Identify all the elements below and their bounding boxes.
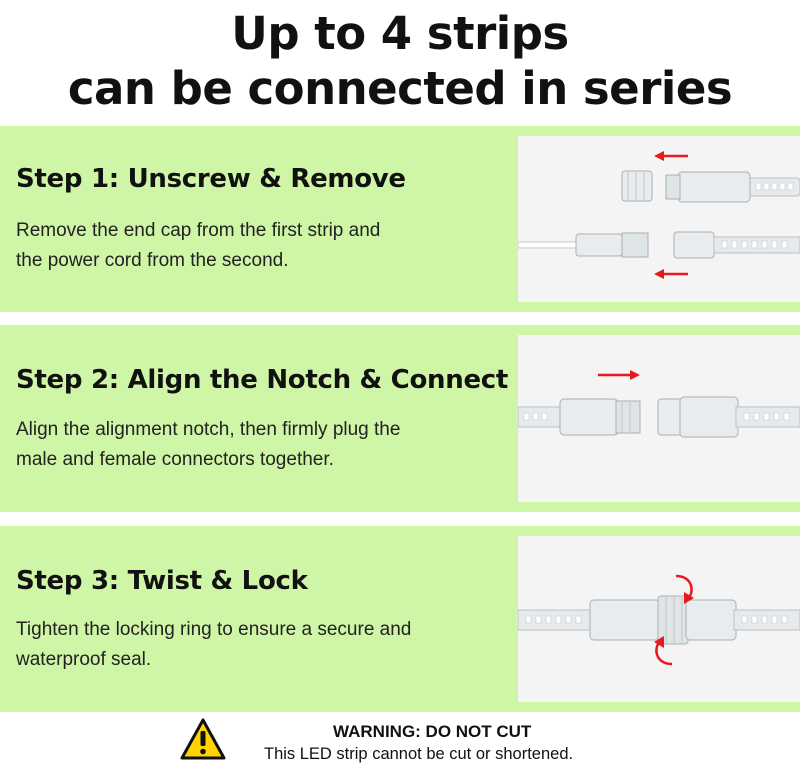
step-1-photo — [518, 136, 800, 302]
warning-title: WARNING: DO NOT CUT — [333, 722, 532, 741]
step-2-title: Step 2: Align the Notch & Connect — [16, 365, 509, 395]
step-3-title: Step 3: Twist & Lock — [16, 566, 308, 596]
step-3-description: Tighten the locking ring to ensure a sec… — [16, 615, 516, 675]
step-3-desc-line-2: waterproof seal. — [16, 649, 152, 670]
step-2-desc-line-2: male and female connectors together. — [16, 449, 334, 470]
step-3-panel: Step 3: Twist & Lock Tighten the locking… — [0, 526, 800, 712]
warning-text: This LED strip cannot be cut or shortene… — [264, 745, 574, 763]
step-3-illustration — [518, 536, 800, 702]
warning-section — [0, 710, 800, 771]
step-3-desc-line-1: Tighten the locking ring to ensure a sec… — [16, 619, 412, 640]
warning-triangle-icon — [180, 718, 226, 760]
step-1-description: Remove the end cap from the first strip … — [16, 216, 516, 276]
headline: Up to 4 strips can be connected in serie… — [0, 0, 800, 116]
step-2-desc-line-1: Align the alignment notch, then firmly p… — [16, 419, 401, 440]
step-2-illustration — [518, 335, 800, 502]
step-2-panel: Step 2: Align the Notch & Connect Align … — [0, 325, 800, 512]
step-2-photo — [518, 335, 800, 502]
headline-line-2: can be connected in series — [67, 62, 733, 115]
step-1-illustration — [518, 136, 800, 302]
step-1-desc-line-2: the power cord from the second. — [16, 250, 289, 271]
step-2-description: Align the alignment notch, then firmly p… — [16, 415, 516, 475]
step-1-title: Step 1: Unscrew & Remove — [16, 164, 406, 194]
step-1-panel: Step 1: Unscrew & Remove Remove the end … — [0, 126, 800, 312]
headline-line-1: Up to 4 strips — [231, 7, 569, 60]
step-1-desc-line-1: Remove the end cap from the first strip … — [16, 220, 381, 241]
step-3-photo — [518, 536, 800, 702]
